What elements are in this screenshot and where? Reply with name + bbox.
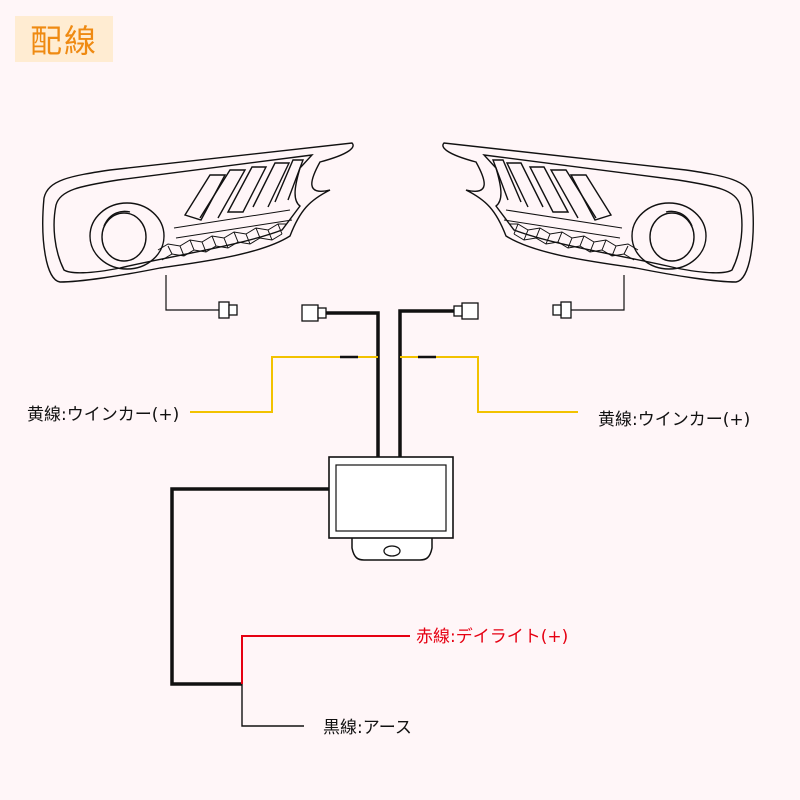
left-fog-light-ring <box>89 202 165 270</box>
label-yellow-wire-right: 黄線:ウインカー(+) <box>598 410 750 430</box>
left-honeycomb-grille <box>157 209 293 261</box>
power-wire-black <box>170 487 329 686</box>
controller-face <box>335 464 447 532</box>
harness-connector-left <box>301 304 327 322</box>
right-lamp-connector <box>552 301 572 319</box>
right-fog-lamp <box>442 142 754 283</box>
right-lamp-housing <box>442 142 754 283</box>
left-lamp-lead <box>165 275 220 311</box>
harness-wire-left <box>326 311 380 460</box>
black-ground-wire <box>241 684 304 727</box>
section-title: 配線 <box>15 16 113 62</box>
left-fog-lamp <box>42 142 354 283</box>
yellow-wire-right <box>400 356 578 413</box>
right-lamp-lead <box>570 275 625 311</box>
right-fog-light-lens <box>649 212 695 262</box>
harness-connector-right <box>453 302 479 320</box>
right-honeycomb-grille <box>503 209 639 261</box>
left-fog-light-lens <box>101 212 147 262</box>
left-led-bars <box>183 159 305 221</box>
red-wire <box>241 635 410 684</box>
right-fog-light-ring <box>631 202 707 270</box>
controller-unit <box>328 456 454 561</box>
label-yellow-wire-left: 黄線:ウインカー(+) <box>27 405 179 425</box>
left-lamp-housing <box>42 142 354 283</box>
controller-mount-hole <box>383 545 401 557</box>
harness-wire-right <box>398 309 454 460</box>
yellow-wire-left <box>190 356 378 413</box>
label-black-wire: 黒線:アース <box>323 718 412 738</box>
label-red-wire: 赤線:デイライト(+) <box>416 626 568 647</box>
left-lamp-connector <box>218 301 238 319</box>
right-led-bars <box>491 159 613 221</box>
